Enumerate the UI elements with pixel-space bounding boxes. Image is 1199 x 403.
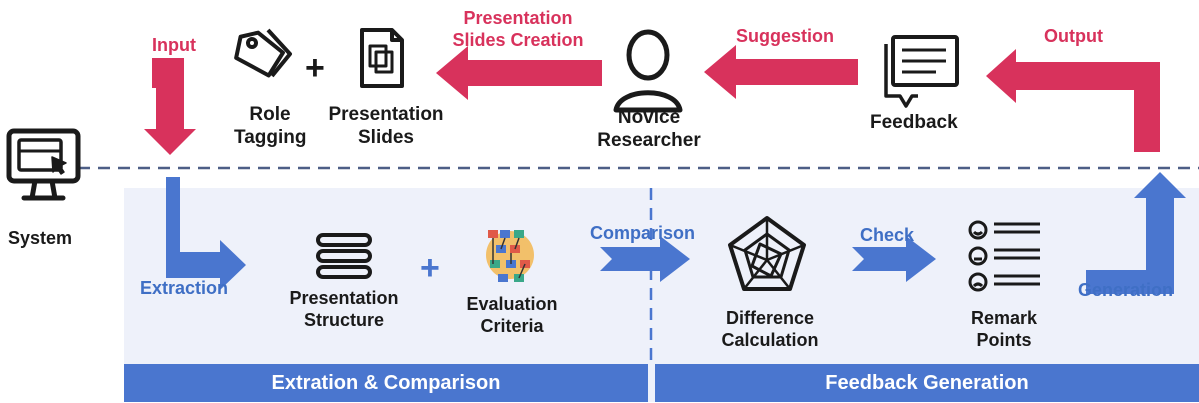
generation-label: Generation: [1078, 280, 1174, 300]
output-arrow: [986, 49, 1160, 152]
suggestion-label: Suggestion: [736, 26, 834, 46]
comparison-arrow: [600, 236, 690, 282]
flowchart-icon: [486, 230, 534, 282]
generation-arrow: [1086, 172, 1186, 294]
check-arrow: [852, 236, 936, 282]
band-left-label: Extration & Comparison: [271, 372, 501, 394]
plus-sign-bottom: +: [420, 249, 440, 287]
feedback-chat-icon: [884, 35, 959, 108]
extraction-label: Extraction: [140, 278, 229, 298]
suggestion-arrow: [704, 45, 858, 99]
remark-points-label: Remark Points: [970, 308, 1038, 350]
feedback-label: Feedback: [870, 112, 958, 133]
band-right: [655, 364, 1199, 402]
input-label: Input: [152, 35, 196, 55]
list-icon: [316, 233, 372, 279]
band-left: [124, 364, 648, 402]
person-icon: [613, 29, 683, 113]
input-arrow: [144, 58, 196, 155]
plus-sign-top: +: [305, 49, 325, 87]
presentation-structure-label: Presentation Structure: [289, 288, 399, 330]
extraction-arrow: [166, 177, 246, 290]
slides-creation-label: Presentation Slides Creation: [452, 8, 584, 50]
radar-icon: [728, 216, 806, 291]
band-right-label: Feedback Generation: [825, 372, 1029, 394]
output-label: Output: [1044, 26, 1103, 46]
slides-icon: [360, 28, 404, 88]
evaluation-criteria-label: Evaluation Criteria: [466, 294, 558, 336]
difference-calculation-label: Difference Calculation: [721, 308, 819, 350]
slides-creation-arrow: [436, 46, 602, 100]
presentation-slides-label: Presentation Slides: [328, 104, 444, 148]
role-tagging-label: Role Tagging: [234, 104, 307, 148]
system-label: System: [8, 228, 73, 248]
check-label: Check: [860, 225, 915, 245]
remark-faces-icon: [968, 220, 1040, 292]
novice-researcher-label: Novice Researcher: [597, 107, 701, 151]
monitor-icon: [6, 128, 81, 201]
comparison-label: Comparison: [590, 223, 696, 243]
tag-icon: [234, 28, 292, 78]
